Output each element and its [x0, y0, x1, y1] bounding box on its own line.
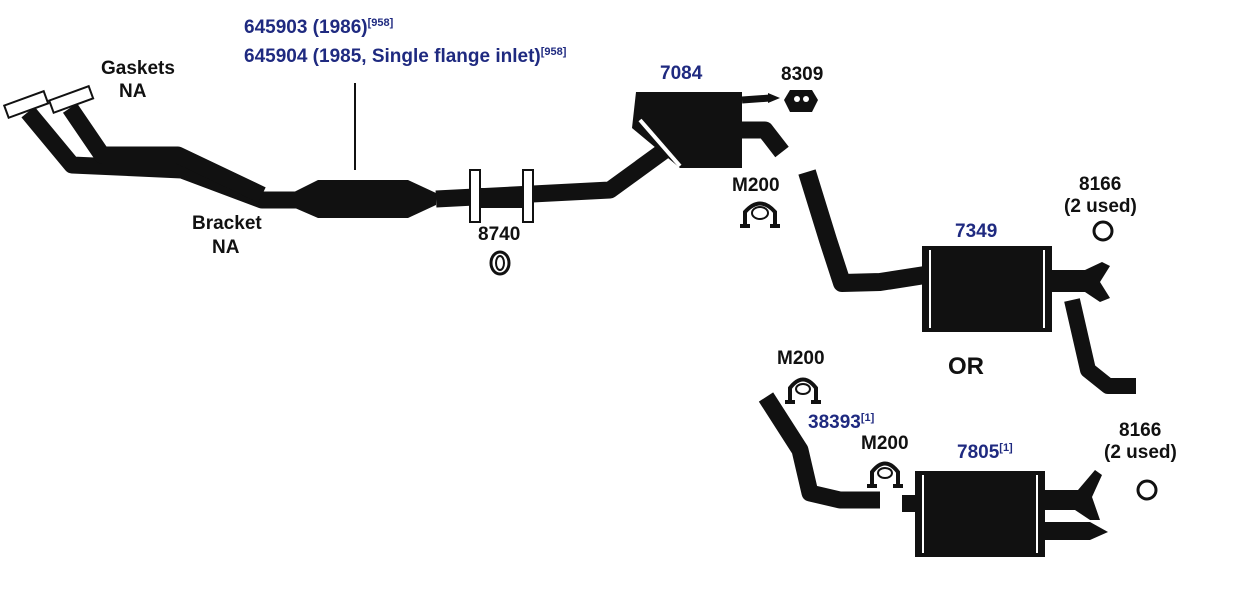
link-645904[interactable]: 645904 (1985, Single flange inlet)[958] [244, 46, 567, 67]
muffler-7084-outlet [742, 121, 789, 158]
catalytic-converter[interactable] [288, 180, 436, 218]
muffler-7805[interactable] [915, 471, 1045, 557]
label-2-used-upper: (2 used) [1064, 196, 1137, 217]
link-7805[interactable]: 7805[1] [957, 442, 1013, 463]
ring-8166-upper[interactable] [1092, 220, 1114, 242]
tailpipe-38393[interactable] [758, 392, 880, 509]
clamp-m200-upper[interactable] [740, 201, 780, 228]
link-7349[interactable]: 7349 [955, 221, 997, 242]
link-38393[interactable]: 38393[1] [808, 412, 875, 433]
label-gaskets-na: NA [119, 81, 147, 102]
hanger-8309[interactable] [784, 90, 818, 112]
hanger-rod [741, 94, 771, 104]
label-8740: 8740 [478, 224, 520, 245]
label-bracket: Bracket [192, 213, 262, 234]
label-or: OR [948, 353, 984, 380]
flange-gasket-left [2, 89, 50, 120]
link-645903[interactable]: 645903 (1986)[958] [244, 17, 394, 38]
front-pipe-assembly [2, 84, 300, 209]
label-bracket-na: NA [212, 237, 240, 258]
hanger-rod-tip [768, 93, 780, 103]
tailpipe-7349-inlet[interactable] [798, 169, 927, 292]
muffler-7805-outlet [1045, 522, 1108, 540]
muffler-7349[interactable] [922, 246, 1052, 332]
flange-joint-8740[interactable] [469, 169, 534, 223]
muffler-7349-tailpipe [1064, 298, 1136, 394]
clamp-m200-lower-right[interactable] [867, 461, 903, 488]
label-8166-upper: 8166 [1079, 174, 1121, 195]
muffler-7349-bracket [1052, 262, 1110, 302]
muffler-7805-bracket [1045, 470, 1102, 520]
label-8166-lower: 8166 [1119, 420, 1161, 441]
link-7084[interactable]: 7084 [660, 63, 703, 84]
label-m200-lower-right: M200 [861, 433, 909, 454]
flange-gasket-right [47, 84, 95, 115]
label-m200-upper: M200 [732, 175, 780, 196]
muffler-7084-edge [638, 118, 682, 168]
clamp-m200-lower-left[interactable] [785, 377, 821, 404]
label-8309: 8309 [781, 64, 823, 85]
muffler-7084[interactable] [632, 92, 742, 168]
label-m200-lower-left: M200 [777, 348, 825, 369]
ring-8166-lower[interactable] [1136, 479, 1158, 501]
label-2-used-lower: (2 used) [1104, 442, 1177, 463]
gasket-ring-inner [495, 255, 505, 271]
label-gaskets: Gaskets [101, 58, 175, 79]
